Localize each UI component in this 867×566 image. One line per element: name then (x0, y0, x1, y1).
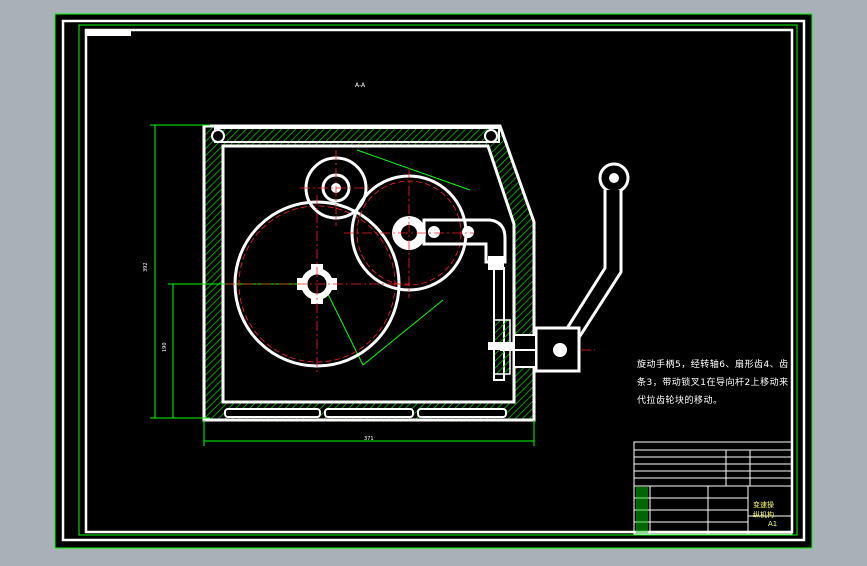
outer-border (61, 19, 806, 542)
centerlines (225, 150, 595, 372)
dim-width: 371 (364, 436, 374, 442)
title-block-name-2: 纵机构 (753, 511, 774, 519)
title-block (633, 441, 793, 535)
title-block-sheet: A1 (768, 520, 778, 528)
title-block-name-1: 变速操 (753, 501, 774, 509)
title-block-stamp (636, 487, 648, 533)
dim-height: 392 (143, 262, 149, 272)
inner-border (84, 28, 794, 534)
rack (488, 267, 518, 381)
annotation-line-2: 条3，带动锁叉1在导向杆2上移动来 (637, 378, 789, 388)
view-label: A-A (355, 82, 366, 89)
corner-tag (86, 30, 131, 36)
dim-shaft-height: 190 (162, 342, 168, 352)
handle-lever (500, 162, 630, 373)
annotation-line-3: 代拉齿轮块的移动。 (637, 396, 723, 406)
annotation-line-1: 旋动手柄5，经转轴6、扇形齿4、齿 (637, 360, 789, 370)
inner-border-green (78, 24, 798, 536)
